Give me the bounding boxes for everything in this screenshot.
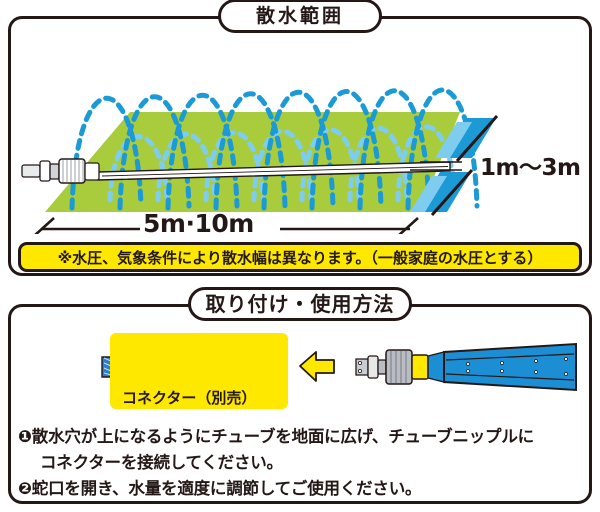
watering-range-title: 散水範囲 bbox=[255, 4, 344, 27]
assembly-direction-arrow bbox=[299, 351, 335, 382]
lawn-area bbox=[45, 112, 460, 212]
usage-method-panel bbox=[8, 304, 592, 504]
width-indicator bbox=[410, 115, 499, 216]
watering-range-illustration bbox=[21, 87, 499, 234]
caution-note-bar: ※水圧、気象条件により散水幅は異なります。（一般家庭の水圧とする） bbox=[18, 242, 582, 272]
hose-connector-assembly bbox=[21, 158, 100, 184]
length-dimension-line bbox=[34, 215, 419, 234]
instruction-line-3: ❷蛇口を開き、水量を適度に調節してご使用ください。 bbox=[18, 479, 422, 498]
caution-note-text: ※水圧、気象条件により散水幅は異なります。（一般家庭の水圧とする） bbox=[57, 248, 543, 267]
width-dimension-label: 1m～3m bbox=[480, 155, 581, 181]
usage-method-title-badge: 取り付け・使用方法 bbox=[188, 287, 412, 321]
usage-instructions: ❶散水穴が上になるようにチューブを地面に広げ、チューブニップルに コネクターを接… bbox=[18, 424, 584, 502]
usage-method-title: 取り付け・使用方法 bbox=[205, 292, 395, 316]
connector-callout-highlight bbox=[110, 333, 288, 409]
tube-nipple-group bbox=[355, 342, 577, 392]
connector-label: コネクター（別売） bbox=[122, 389, 257, 407]
watering-range-title-badge: 散水範囲 bbox=[218, 0, 382, 33]
instruction-line-1: ❶散水穴が上になるようにチューブを地面に広げ、チューブニップルに bbox=[18, 427, 534, 446]
length-dimension-label: 5m·10m bbox=[143, 209, 254, 238]
usage-illustration bbox=[101, 342, 577, 396]
instruction-line-2: コネクターを接続してください。 bbox=[40, 453, 283, 472]
